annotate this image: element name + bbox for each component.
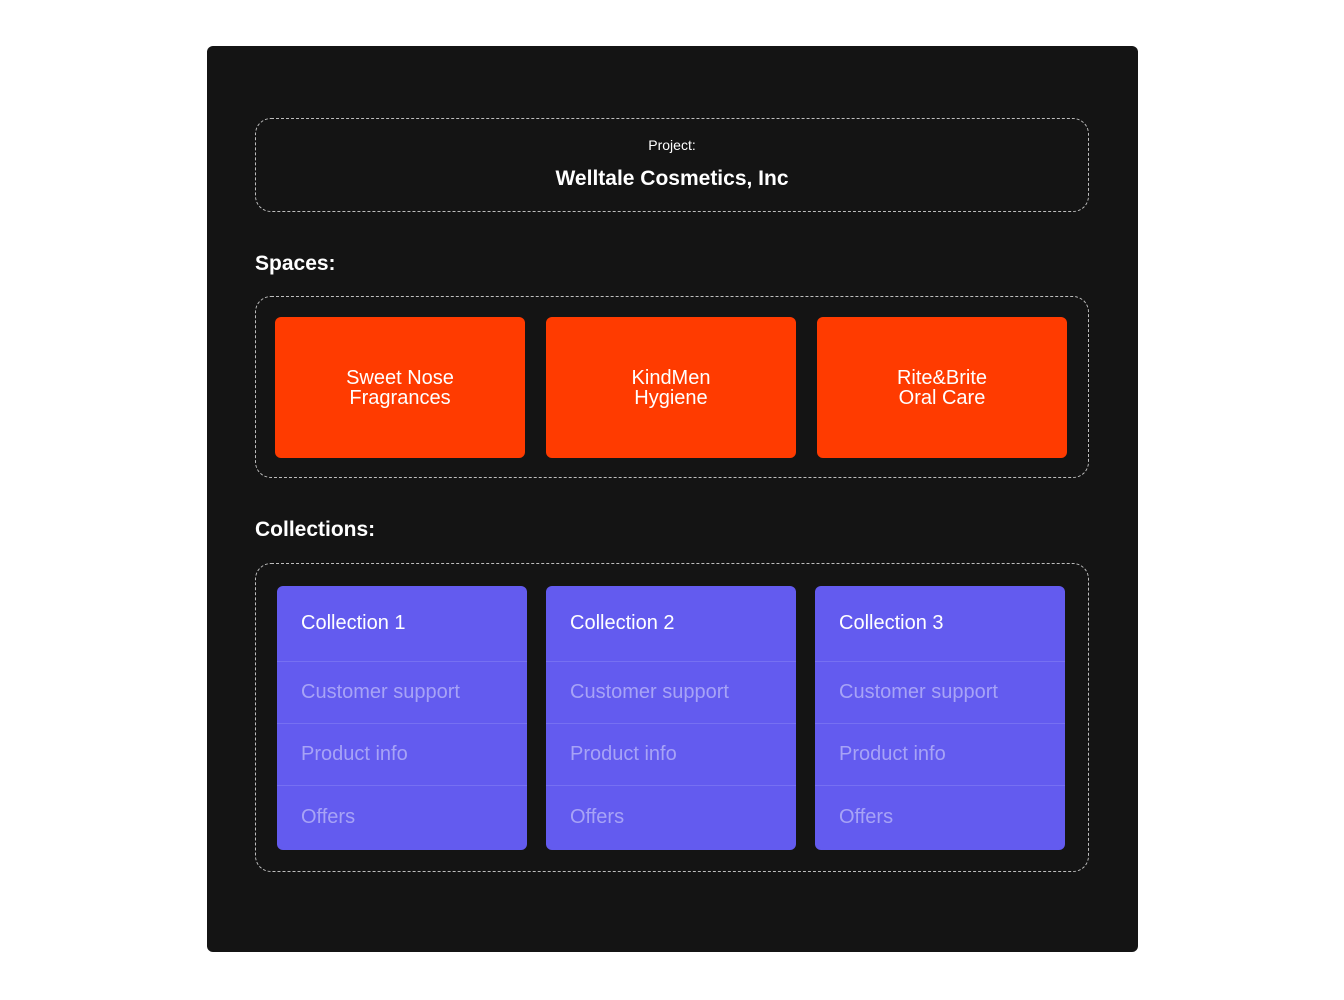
diagram-panel: Project: Welltale Cosmetics, Inc Spaces:… (207, 46, 1138, 952)
collection-card-1: Collection 1 Customer support Product in… (277, 586, 527, 850)
collection-entry-product-info: Product info (277, 724, 527, 786)
collection-title: Collection 1 (277, 586, 527, 662)
project-name: Welltale Cosmetics, Inc (555, 167, 789, 190)
collection-entry-customer-support: Customer support (546, 662, 796, 724)
collection-entry-customer-support: Customer support (815, 662, 1065, 724)
collection-card-2: Collection 2 Customer support Product in… (546, 586, 796, 850)
collection-entry-offers: Offers (301, 805, 356, 828)
collection-entry-offers: Offers (570, 805, 625, 828)
collection-entry-product-info: Product info (546, 724, 796, 786)
spaces-box: Sweet Nose Fragrances KindMen Hygiene Ri… (255, 296, 1089, 478)
collection-title: Collection 2 (546, 586, 796, 662)
collection-entry-product-info: Product info (815, 724, 1065, 786)
space-card-rite-brite: Rite&Brite Oral Care (817, 317, 1067, 458)
spaces-heading: Spaces: (255, 252, 336, 275)
collection-entry-customer-support: Customer support (277, 662, 527, 724)
space-card-kindmen: KindMen Hygiene (546, 317, 796, 458)
collections-heading: Collections: (255, 518, 376, 541)
collection-entry-offers: Offers (839, 805, 894, 828)
space-card-sweet-nose: Sweet Nose Fragrances (275, 317, 525, 458)
project-box: Project: Welltale Cosmetics, Inc (255, 118, 1089, 212)
collections-box: Collection 1 Customer support Product in… (255, 563, 1089, 872)
collection-card-3: Collection 3 Customer support Product in… (815, 586, 1065, 850)
collection-title: Collection 3 (815, 586, 1065, 662)
project-label: Project: (648, 137, 696, 153)
